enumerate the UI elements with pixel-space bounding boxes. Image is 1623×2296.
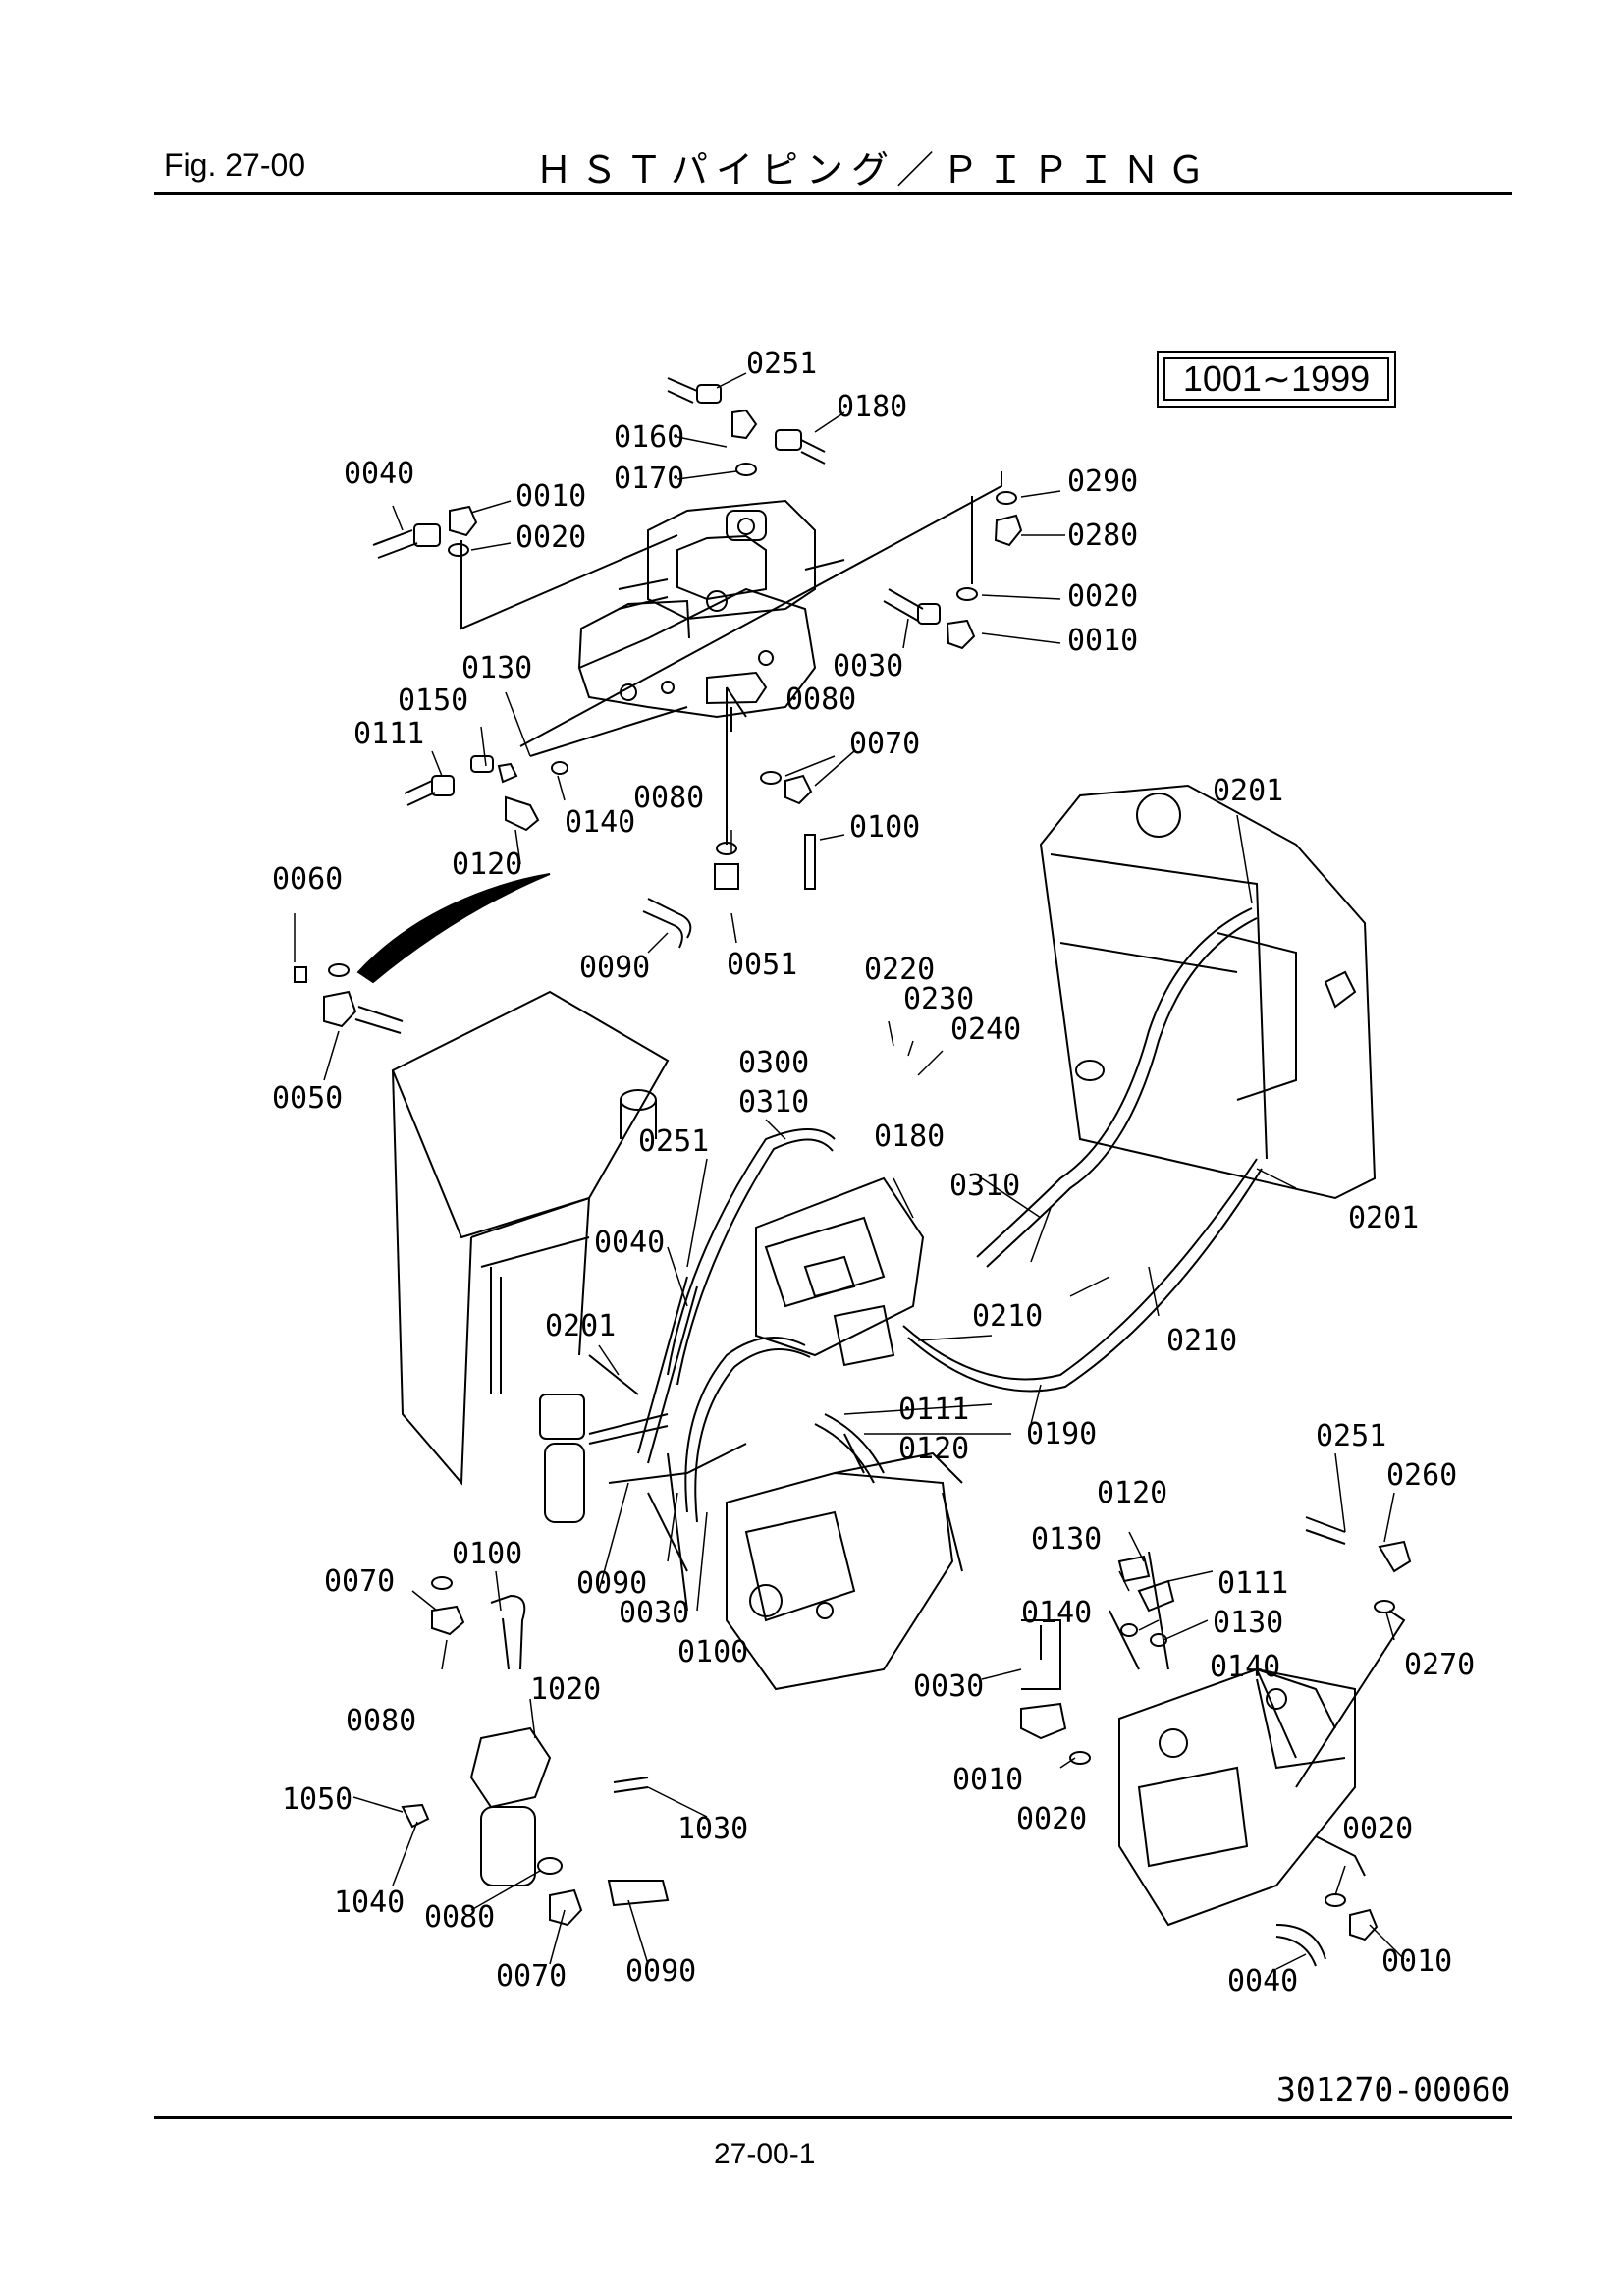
callout-label: 0051 bbox=[727, 948, 797, 982]
hst-pump-main bbox=[726, 1451, 963, 1691]
callout-label: 0300 bbox=[738, 1046, 809, 1080]
callout-label: 0111 bbox=[1217, 1566, 1288, 1601]
callout-label: 0201 bbox=[1348, 1201, 1419, 1235]
callout-label: 0220 bbox=[864, 953, 935, 987]
callout-label: 0090 bbox=[625, 1954, 696, 1989]
callout-label: 0020 bbox=[515, 520, 586, 555]
callout-label: 0030 bbox=[833, 649, 903, 683]
upper-fittings bbox=[294, 377, 1023, 1034]
callout-label: 0010 bbox=[1381, 1944, 1452, 1979]
serial-range-text: 1001∼1999 bbox=[1163, 357, 1389, 401]
callout-label: 0140 bbox=[565, 805, 635, 840]
callout-label: 0070 bbox=[324, 1564, 395, 1599]
callout-label: 0160 bbox=[614, 420, 684, 455]
callout-label: 0180 bbox=[837, 390, 907, 424]
callout-label: 0111 bbox=[898, 1393, 969, 1427]
page-number: 27-00-1 bbox=[714, 2138, 816, 2170]
callout-label: 0150 bbox=[398, 683, 468, 718]
callout-label: 0120 bbox=[1097, 1476, 1167, 1510]
callout-label: 0140 bbox=[1210, 1650, 1280, 1684]
callout-label: 0090 bbox=[576, 1566, 647, 1601]
callout-label: 0020 bbox=[1016, 1802, 1087, 1836]
callout-label: 0170 bbox=[614, 462, 684, 496]
central-valve-block bbox=[755, 1176, 925, 1367]
callout-label: 0130 bbox=[1213, 1606, 1283, 1640]
hydraulic-tank bbox=[391, 990, 670, 1486]
header-rule bbox=[154, 192, 1512, 195]
callout-label: 0251 bbox=[638, 1124, 709, 1159]
callout-label: 0070 bbox=[496, 1959, 567, 1994]
callout-label: 0310 bbox=[738, 1085, 809, 1120]
callout-label: 1030 bbox=[677, 1812, 748, 1846]
callout-label: 0030 bbox=[619, 1596, 689, 1630]
callout-label: 0100 bbox=[849, 810, 920, 845]
callout-label: 0020 bbox=[1342, 1812, 1413, 1846]
callout-label: 0030 bbox=[913, 1669, 984, 1704]
document-number: 301270-00060 bbox=[1276, 2070, 1511, 2108]
callout-label: 0210 bbox=[1166, 1324, 1237, 1358]
callout-label: 0010 bbox=[952, 1763, 1023, 1797]
callout-label: 0040 bbox=[344, 457, 414, 491]
callout-label: 0120 bbox=[898, 1432, 969, 1466]
callout-label: 0201 bbox=[545, 1309, 616, 1343]
travel-motor bbox=[1020, 1516, 1412, 1967]
callout-label: 0010 bbox=[515, 479, 586, 514]
callout-label: 0120 bbox=[452, 847, 522, 882]
callout-label: 0080 bbox=[633, 781, 704, 815]
callout-label: 1050 bbox=[282, 1782, 352, 1817]
filter-detail bbox=[401, 1576, 670, 1927]
callout-label: 0140 bbox=[1021, 1596, 1092, 1630]
radiator bbox=[1039, 784, 1377, 1200]
callout-labels: 0251 0180 0160 0170 0040 0010 0020 0290 … bbox=[272, 347, 1475, 1998]
callout-label: 0040 bbox=[594, 1226, 665, 1260]
callout-label: 1040 bbox=[334, 1886, 405, 1920]
callout-label: 0080 bbox=[424, 1900, 495, 1935]
figure-number: Fig. 27-00 bbox=[164, 147, 306, 183]
callout-label: 0251 bbox=[746, 347, 817, 381]
callout-label: 0090 bbox=[579, 951, 650, 985]
callout-label: 0010 bbox=[1067, 624, 1138, 658]
callout-label: 0080 bbox=[346, 1704, 416, 1738]
callout-label: 0130 bbox=[461, 651, 532, 685]
callout-label: 0040 bbox=[1227, 1964, 1298, 1998]
callout-label: 0070 bbox=[849, 727, 920, 761]
callout-label: 0270 bbox=[1404, 1648, 1475, 1682]
control-valve-assembly bbox=[577, 499, 845, 732]
callout-label: 0260 bbox=[1386, 1458, 1457, 1493]
callout-label: 1020 bbox=[530, 1672, 601, 1707]
callout-label: 0100 bbox=[452, 1537, 522, 1571]
serial-range-box: 1001∼1999 bbox=[1157, 351, 1396, 408]
callout-label: 0020 bbox=[1067, 579, 1138, 614]
callout-label: 0180 bbox=[874, 1120, 945, 1154]
line-filter bbox=[539, 1394, 585, 1523]
callout-label: 0290 bbox=[1067, 465, 1138, 499]
callout-label: 0251 bbox=[1316, 1419, 1386, 1453]
page-title: ＨＳＴパイピング／ＰＩＰＩＮＧ bbox=[535, 150, 1214, 191]
leader-lines bbox=[294, 372, 1405, 1970]
callout-label: 0190 bbox=[1026, 1417, 1097, 1451]
callout-label: 0050 bbox=[272, 1081, 343, 1116]
callout-label: 0310 bbox=[949, 1169, 1020, 1203]
callout-label: 0240 bbox=[950, 1012, 1021, 1047]
callout-label: 0130 bbox=[1031, 1522, 1102, 1557]
callout-label: 0111 bbox=[353, 717, 424, 751]
callout-label: 0080 bbox=[785, 683, 856, 717]
footer-rule bbox=[154, 2116, 1512, 2119]
callout-label: 0060 bbox=[272, 862, 343, 897]
callout-label: 0230 bbox=[903, 982, 974, 1016]
callout-label: 0201 bbox=[1213, 774, 1283, 808]
hose-routing bbox=[588, 907, 1263, 1612]
callout-label: 0210 bbox=[972, 1299, 1043, 1334]
callout-label: 0280 bbox=[1067, 519, 1138, 553]
callout-label: 0100 bbox=[677, 1635, 748, 1669]
